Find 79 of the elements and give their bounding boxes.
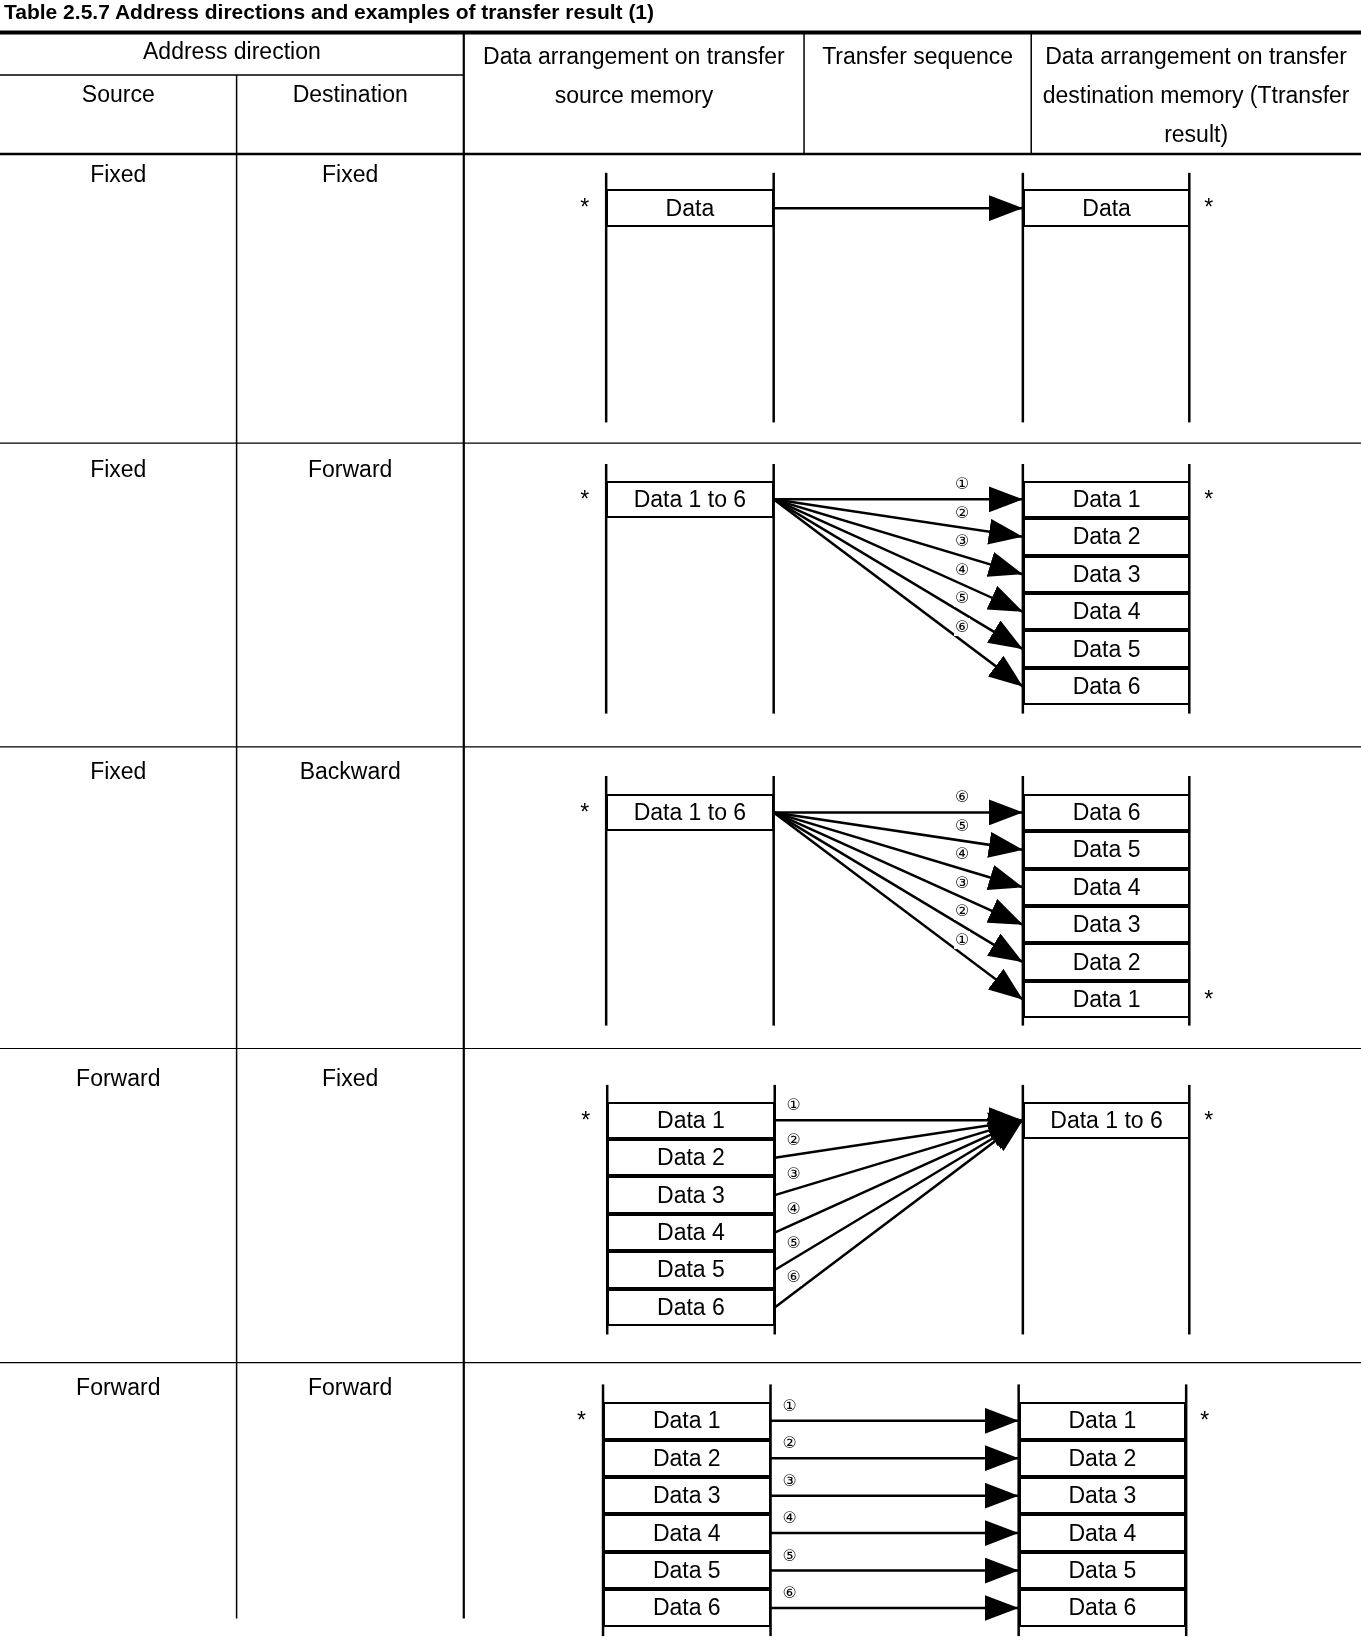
memory-cell: Data 1 to 6 [606, 793, 774, 832]
memory-cell: Data 3 [1022, 906, 1191, 944]
memory-cell: Data 1 [603, 1402, 771, 1440]
address-direction: Forward [75, 1063, 162, 1093]
memory-cell: Data 2 [1022, 943, 1191, 981]
memory-cell: Data 4 [607, 1213, 775, 1252]
start-address-mark: * [1204, 193, 1214, 223]
transfer-arrow [772, 498, 1024, 688]
memory-cell: Data 6 [607, 1288, 775, 1327]
memory-cell: Data 2 [603, 1439, 771, 1477]
memory-cell: Data 3 [1022, 555, 1191, 593]
address-direction: Fixed [321, 1063, 380, 1093]
start-address-mark: * [1204, 984, 1214, 1014]
transfer-arrow [770, 1595, 1019, 1621]
address-direction: Fixed [89, 455, 148, 485]
sequence-number: ⑥ [785, 1268, 802, 1287]
memory-cell: Data 1 to 6 [1022, 1101, 1191, 1139]
column-header: Address direction [142, 37, 322, 67]
transfer-arrow [773, 799, 1023, 826]
table-title: Table 2.5.7 Address directions and examples of transfer result (1) [4, 0, 655, 24]
start-address-mark: * [580, 797, 590, 827]
address-direction: Fixed [89, 757, 148, 787]
transfer-arrow [770, 1557, 1019, 1584]
column-header: Data arrangement on transfer source memory [482, 41, 786, 110]
memory-cell: Data 1 [607, 1101, 775, 1139]
address-direction: Forward [75, 1372, 162, 1402]
sequence-number: ① [954, 930, 971, 949]
transfer-arrow [770, 1407, 1019, 1434]
memory-cell: Data 1 [1018, 1402, 1187, 1440]
memory-cell: Data 6 [1022, 793, 1191, 832]
memory-cell: Data [1022, 189, 1191, 227]
memory-cell: Data 1 to 6 [606, 480, 774, 519]
memory-cell: Data 2 [607, 1138, 775, 1177]
address-direction: Forward [307, 455, 394, 485]
transfer-arrow [773, 486, 1023, 513]
start-address-mark: * [580, 193, 590, 223]
memory-cell: Data 4 [1018, 1514, 1187, 1552]
start-address-mark: * [577, 1406, 586, 1436]
column-header: Data arrangement on transfer destination memory (Ttransfer result) [1041, 41, 1351, 149]
memory-cell: Data 5 [1018, 1551, 1187, 1590]
address-direction: Fixed [89, 160, 148, 190]
sequence-number: ⑥ [954, 617, 971, 636]
address-direction: Fixed [321, 160, 380, 190]
address-direction: Backward [298, 757, 402, 787]
transfer-arrow [770, 1445, 1019, 1472]
memory-cell: Data 5 [1022, 630, 1191, 668]
start-address-mark: * [581, 1105, 591, 1135]
transfer-arrow [770, 1520, 1019, 1547]
memory-cell: Data 2 [1018, 1439, 1187, 1477]
sequence-number: ⑤ [954, 589, 971, 608]
memory-cell: Data 3 [607, 1176, 775, 1214]
start-address-mark: * [580, 484, 590, 514]
memory-cell: Data 3 [603, 1476, 771, 1515]
start-address-mark: * [1204, 484, 1214, 514]
memory-cell: Data 5 [603, 1551, 771, 1590]
sequence-number: ② [954, 902, 971, 921]
transfer-arrow [772, 811, 1024, 1001]
memory-cell: Data 2 [1022, 518, 1191, 556]
transfer-arrow [773, 811, 1024, 858]
start-address-mark: * [1200, 1406, 1210, 1436]
memory-cell: Data 6 [1022, 667, 1191, 706]
transfer-arrow [770, 1482, 1019, 1509]
memory-cell: Data 3 [1018, 1476, 1187, 1515]
memory-cell: Data 4 [1022, 592, 1191, 631]
memory-cell: Data 6 [1018, 1589, 1187, 1627]
transfer-arrow [773, 195, 1023, 222]
memory-cell: Data 5 [1022, 831, 1191, 869]
column-header: Transfer sequence [821, 41, 1015, 71]
start-address-mark: * [1204, 1105, 1214, 1135]
memory-cell: Data [606, 189, 774, 227]
memory-cell: Data 1 [1022, 480, 1191, 519]
column-header: Destination [291, 80, 409, 110]
memory-cell: Data 1 [1022, 980, 1191, 1019]
memory-cell: Data 4 [1022, 868, 1191, 906]
memory-cell: Data 4 [603, 1514, 771, 1552]
column-header: Source [80, 80, 156, 110]
memory-cell: Data 6 [603, 1589, 771, 1627]
memory-cell: Data 5 [607, 1251, 775, 1289]
address-direction: Forward [307, 1372, 394, 1402]
